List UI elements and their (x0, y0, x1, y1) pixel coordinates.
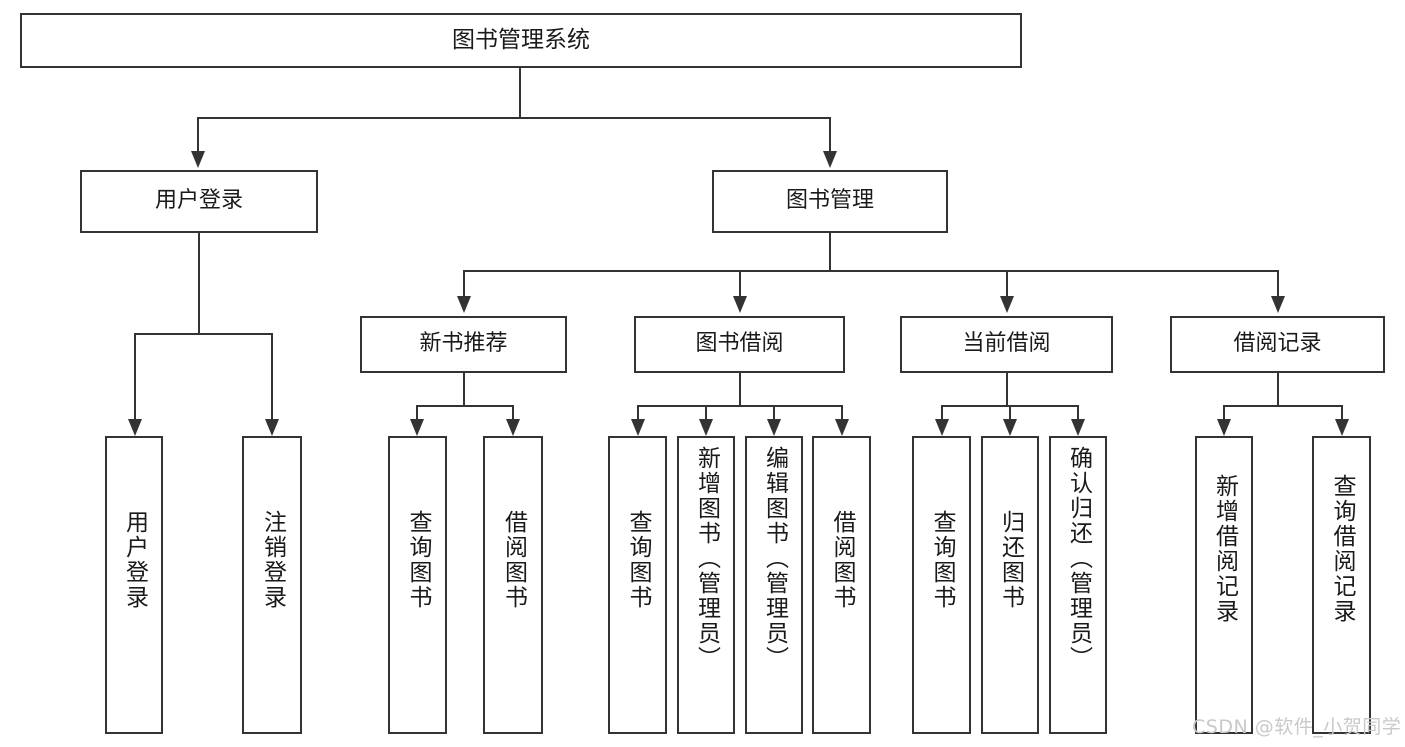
node-leaf-user-login[interactable]: 用户登录 (105, 436, 163, 734)
node-borrow-record-label: 借阅记录 (1233, 331, 1322, 357)
arrow-to-leaf-edit-book (767, 419, 781, 436)
connector-new-book-stem (463, 373, 465, 406)
arrow-to-leaf-borrow-book-2 (835, 419, 849, 436)
connector-user-login-stem (198, 233, 200, 333)
arrow-to-leaf-query-book-3 (935, 419, 949, 436)
arrow-to-new-book-recommend (457, 296, 471, 313)
arrow-to-leaf-confirm-return (1071, 419, 1085, 436)
connector-book-manage-drop-1 (463, 270, 465, 297)
connector-user-login-drop-1 (134, 333, 136, 421)
connector-book-borrow-stem (739, 373, 741, 406)
arrow-to-leaf-add-record (1217, 419, 1231, 436)
arrow-to-current-borrow (1000, 296, 1014, 313)
arrow-to-leaf-query-record (1335, 419, 1349, 436)
connector-book-borrow-drop-2 (705, 405, 707, 421)
node-leaf-edit-book-label: 编辑图书（管理员） (761, 446, 788, 671)
node-leaf-user-logout-label: 注销登录 (259, 510, 286, 610)
node-borrow-record[interactable]: 借阅记录 (1170, 316, 1385, 373)
node-leaf-query-book-3[interactable]: 查询图书 (912, 436, 971, 734)
connector-new-book-bus (416, 405, 514, 407)
connector-book-borrow-drop-4 (841, 405, 843, 421)
node-leaf-borrow-book-2-label: 借阅图书 (829, 510, 855, 610)
connector-new-book-drop-1 (416, 405, 418, 421)
connector-current-borrow-drop-3 (1077, 405, 1079, 421)
arrow-to-leaf-return-book (1003, 419, 1017, 436)
node-leaf-return-book-label: 归还图书 (997, 510, 1024, 610)
arrow-to-leaf-user-login (128, 419, 142, 436)
node-leaf-return-book[interactable]: 归还图书 (981, 436, 1039, 734)
connector-borrow-record-stem (1277, 373, 1279, 406)
connector-book-manage-drop-4 (1277, 270, 1279, 297)
connector-root-stem (519, 68, 521, 119)
connector-borrow-record-drop-1 (1223, 405, 1225, 421)
node-new-book-recommend-label: 新书推荐 (419, 331, 508, 357)
node-book-manage-label: 图书管理 (785, 188, 874, 214)
node-leaf-query-book-2[interactable]: 查询图书 (608, 436, 667, 734)
arrow-to-book-borrow (733, 296, 747, 313)
arrow-to-leaf-user-logout (265, 419, 279, 436)
connector-book-borrow-drop-3 (773, 405, 775, 421)
node-leaf-borrow-book-2[interactable]: 借阅图书 (812, 436, 871, 734)
node-leaf-confirm-return[interactable]: 确认归还（管理员） (1049, 436, 1107, 734)
connector-current-borrow-drop-1 (941, 405, 943, 421)
node-book-borrow[interactable]: 图书借阅 (634, 316, 845, 373)
node-leaf-edit-book[interactable]: 编辑图书（管理员） (745, 436, 803, 734)
arrow-to-borrow-record (1271, 296, 1285, 313)
connector-book-manage-drop-3 (1006, 270, 1008, 297)
node-current-borrow-label: 当前借阅 (962, 331, 1051, 357)
connector-book-manage-stem (829, 233, 831, 271)
node-leaf-confirm-return-label: 确认归还（管理员） (1065, 446, 1092, 671)
node-leaf-query-book-1[interactable]: 查询图书 (388, 436, 447, 734)
connector-root-bus (197, 117, 831, 119)
node-leaf-query-book-1-label: 查询图书 (405, 510, 431, 610)
node-leaf-query-book-3-label: 查询图书 (929, 510, 955, 610)
node-user-login[interactable]: 用户登录 (80, 170, 318, 233)
watermark: CSDN @软件_小贺同学 (1192, 716, 1402, 738)
connector-user-login-drop-2 (271, 333, 273, 421)
node-leaf-user-logout[interactable]: 注销登录 (242, 436, 302, 734)
node-leaf-add-record-label: 新增借阅记录 (1211, 474, 1238, 624)
arrow-to-book-manage (823, 151, 837, 168)
node-leaf-borrow-book-1-label: 借阅图书 (500, 510, 527, 610)
arrow-to-leaf-query-book-1 (410, 419, 424, 436)
node-new-book-recommend[interactable]: 新书推荐 (360, 316, 567, 373)
node-leaf-query-record-label: 查询借阅记录 (1329, 474, 1355, 624)
arrow-to-user-login (191, 151, 205, 168)
connector-book-borrow-bus (637, 405, 842, 407)
connector-current-borrow-stem (1006, 373, 1008, 406)
connector-current-borrow-drop-2 (1009, 405, 1011, 421)
node-current-borrow[interactable]: 当前借阅 (900, 316, 1113, 373)
connector-new-book-drop-2 (512, 405, 514, 421)
connector-user-login-bus (134, 333, 273, 335)
connector-root-drop-user-login (197, 117, 199, 153)
arrow-to-leaf-add-book (699, 419, 713, 436)
node-root[interactable]: 图书管理系统 (20, 13, 1022, 68)
node-leaf-query-record[interactable]: 查询借阅记录 (1312, 436, 1371, 734)
connector-borrow-record-drop-2 (1341, 405, 1343, 421)
connector-root-drop-book-manage (829, 117, 831, 153)
connector-book-manage-bus (463, 270, 1279, 272)
connector-book-borrow-drop-1 (637, 405, 639, 421)
arrow-to-leaf-query-book-2 (631, 419, 645, 436)
node-book-borrow-label: 图书借阅 (695, 331, 784, 357)
connector-borrow-record-bus (1223, 405, 1342, 407)
node-leaf-user-login-label: 用户登录 (121, 510, 148, 610)
connector-book-manage-drop-2 (739, 270, 741, 297)
node-leaf-add-book[interactable]: 新增图书（管理员） (677, 436, 735, 734)
node-leaf-borrow-book-1[interactable]: 借阅图书 (483, 436, 543, 734)
node-book-manage[interactable]: 图书管理 (712, 170, 948, 233)
node-leaf-add-book-label: 新增图书（管理员） (693, 446, 720, 671)
arrow-to-leaf-borrow-book-1 (506, 419, 520, 436)
node-user-login-label: 用户登录 (154, 188, 243, 214)
node-leaf-query-book-2-label: 查询图书 (625, 510, 651, 610)
node-leaf-add-record[interactable]: 新增借阅记录 (1195, 436, 1253, 734)
node-root-label: 图书管理系统 (452, 26, 590, 53)
